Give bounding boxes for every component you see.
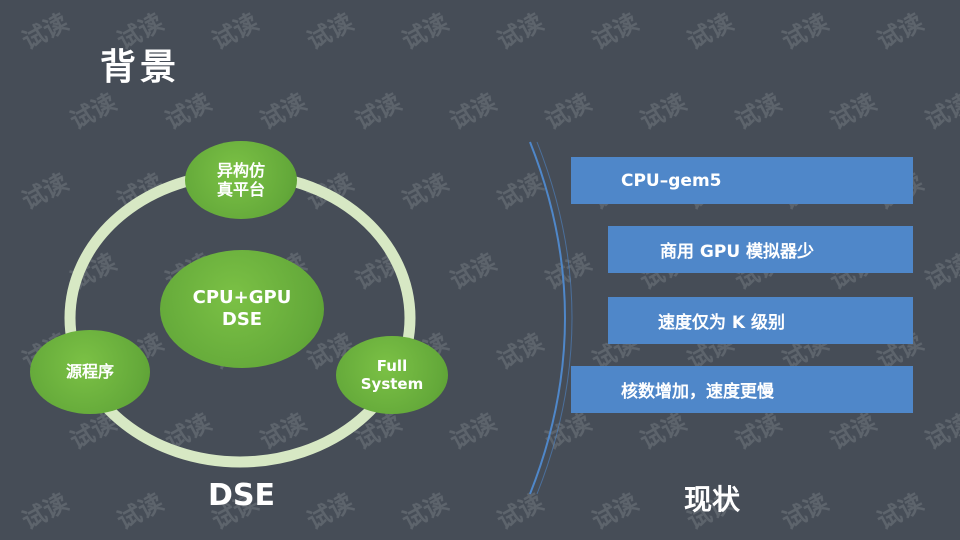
node-label: Full System bbox=[360, 357, 424, 393]
slide-title: 背景 bbox=[100, 47, 181, 88]
node-label: 源程序 bbox=[65, 362, 114, 382]
status-bar-core-count: 核数增加，速度更慢 bbox=[571, 366, 913, 413]
status-arc-inner bbox=[536, 141, 573, 495]
node-label: CPU+GPU DSE bbox=[192, 287, 292, 330]
node-full-system: Full System bbox=[336, 336, 448, 414]
status-bar-cpu-gem5: CPU–gem5 bbox=[571, 157, 913, 204]
status-bar-speed: 速度仅为 K 级别 bbox=[608, 297, 913, 344]
status-caption: 现状 bbox=[684, 483, 741, 516]
node-source-program: 源程序 bbox=[30, 330, 150, 414]
status-bar-gpu-simulators: 商用 GPU 模拟器少 bbox=[608, 226, 913, 273]
node-heterogeneous-simulation-platform: 异构仿 真平台 bbox=[185, 141, 297, 219]
node-label: 异构仿 真平台 bbox=[216, 160, 265, 199]
status-arc bbox=[529, 141, 566, 495]
node-cpu-gpu-dse: CPU+GPU DSE bbox=[160, 250, 324, 368]
dse-caption: DSE bbox=[208, 478, 276, 513]
